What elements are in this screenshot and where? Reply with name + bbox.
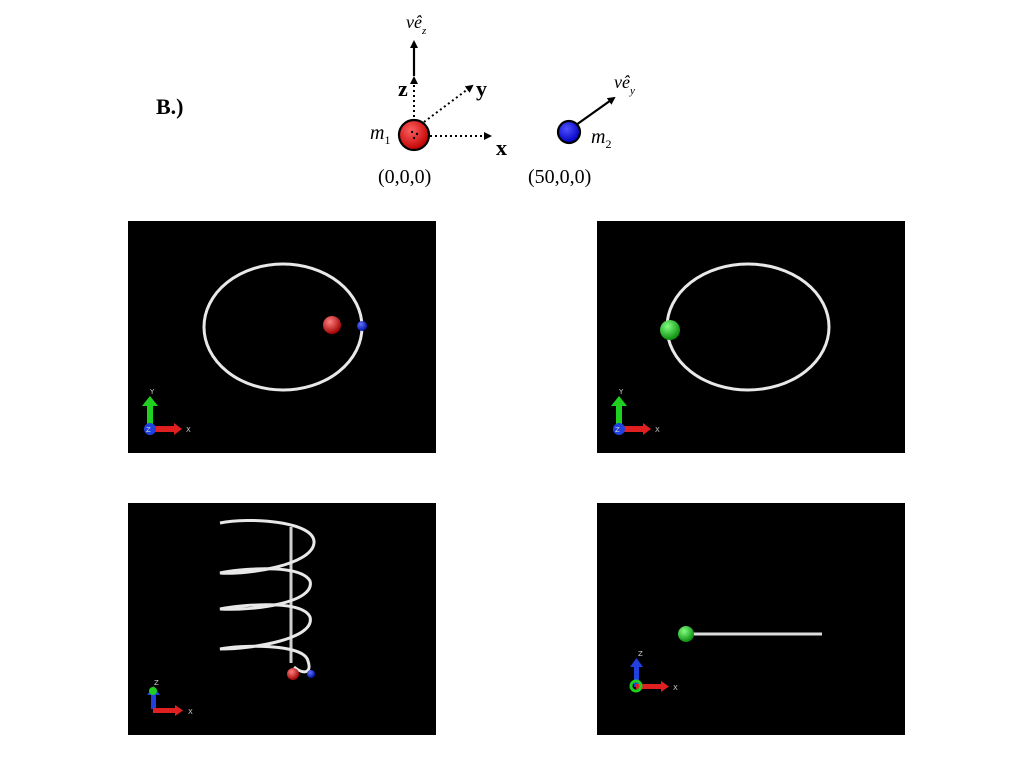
velocity-label-m2: vêy	[614, 72, 635, 97]
svg-text:X: X	[655, 426, 660, 434]
svg-text:Y: Y	[618, 388, 624, 396]
panel-orbit-xy-bodies: Y X Z	[128, 221, 436, 453]
z-axis-label: z	[398, 76, 408, 101]
initial-conditions-schematic: z y x vêz vêy m1 m2 (0,0,0) (50,0,0)	[370, 12, 635, 188]
mass1-position: (0,0,0)	[378, 166, 431, 188]
svg-text:Y: Y	[149, 388, 155, 396]
velocity-arrow-m2	[575, 96, 616, 126]
panel-orbit-xy-center-of-mass: Y X Z	[597, 221, 905, 453]
y-axis-arrow	[419, 84, 474, 126]
mass2-body	[357, 321, 367, 331]
panel-helix-side-view: Z X	[128, 503, 436, 735]
svg-text:X: X	[673, 684, 678, 692]
mass1-sphere	[397, 118, 431, 152]
svg-text:Z: Z	[615, 426, 620, 434]
svg-text:Z: Z	[146, 426, 151, 434]
mass1-body	[323, 316, 341, 334]
helix-trail	[219, 518, 316, 674]
mass2-label: m2	[591, 126, 611, 151]
axis-triad: Z X	[147, 679, 193, 716]
mass2-position: (50,0,0)	[528, 166, 591, 188]
mass1-label: m1	[370, 122, 390, 147]
x-axis-label: x	[496, 135, 507, 160]
velocity-label-m1: vêz	[406, 12, 427, 37]
svg-text:X: X	[188, 708, 193, 716]
axis-triad: Z X	[629, 650, 678, 693]
part-label: B.)	[156, 94, 184, 119]
center-of-mass-body	[678, 626, 694, 642]
center-of-mass-body	[660, 320, 680, 340]
svg-text:Z: Z	[638, 650, 643, 658]
y-axis-label: y	[476, 76, 487, 101]
mass1-body	[287, 668, 299, 680]
axis-triad: Y X Z	[611, 388, 660, 435]
axis-triad: Y X Z	[142, 388, 191, 435]
panel-center-of-mass-drift: Z X	[597, 503, 905, 735]
orbit-trail	[665, 262, 831, 392]
mass2-body	[307, 670, 315, 678]
mass2-sphere	[556, 119, 582, 145]
svg-text:X: X	[186, 426, 191, 434]
svg-text:Z: Z	[154, 679, 159, 687]
